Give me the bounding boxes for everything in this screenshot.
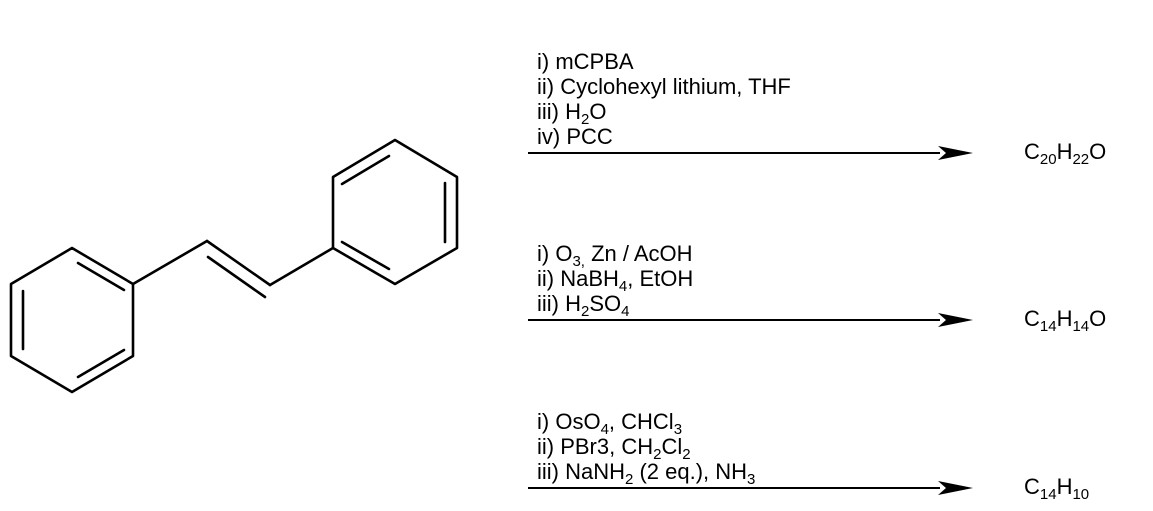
text-run: ii) NaBH: [537, 266, 619, 291]
text-run: O: [1089, 139, 1107, 164]
reaction-arrow: [528, 313, 973, 327]
text-run: O: [1089, 306, 1107, 331]
text-run: iv) PCC: [537, 124, 613, 149]
subscript: 3: [673, 421, 683, 438]
stilbene-structure: [9, 138, 459, 394]
condition-step: iii) H2O: [537, 99, 791, 127]
condition-step: iii) H2SO4: [537, 291, 693, 319]
right-ring-double-bond: [340, 240, 391, 271]
text-run: SO: [589, 291, 622, 316]
text-run: i) O: [537, 241, 573, 266]
left-ring-double-bond: [76, 261, 126, 292]
right-ring-double-bond: [340, 154, 391, 186]
condition-step: ii) NaBH4, EtOH: [537, 266, 694, 294]
text-run: O: [589, 99, 607, 124]
text-run: i) OsO: [537, 409, 601, 434]
subscript: 20: [1039, 151, 1057, 168]
text-run: H: [1056, 474, 1073, 499]
subscript: 14: [1072, 318, 1090, 335]
text-run: C: [1024, 306, 1040, 331]
subscript: 14: [1039, 318, 1057, 335]
subscript: 2: [581, 111, 590, 128]
reaction-arrow: [528, 146, 973, 160]
text-run: Cl: [661, 434, 683, 459]
subscript: 4: [600, 421, 609, 438]
text-run: , EtOH: [627, 266, 694, 291]
condition-step: ii) Cyclohexyl lithium, THF: [537, 74, 791, 99]
text-run: , CHCl: [608, 409, 674, 434]
reaction-arrow: [528, 481, 973, 495]
text-run: C: [1024, 139, 1040, 164]
product-formula: C20H22O: [1024, 139, 1107, 168]
alkene-to-ring-bond: [268, 246, 335, 287]
text-run: C: [1024, 474, 1040, 499]
left-benzene-ring: [9, 246, 135, 394]
subscript: 14: [1039, 486, 1057, 503]
alkene-double-bond: [205, 239, 272, 287]
condition-step: i) O3, Zn / AcOH: [537, 241, 693, 269]
condition-step: iii) NaNH2 (2 eq.), NH3: [537, 459, 755, 487]
text-run: ii) PBr3, CH: [537, 434, 654, 459]
product-formula: C14H10: [1024, 474, 1090, 503]
subscript: 22: [1072, 151, 1090, 168]
subscript: 2: [682, 446, 691, 463]
right-benzene-ring: [331, 138, 459, 286]
ring-to-alkene-bond: [131, 239, 209, 286]
subscript: 3,: [572, 253, 585, 270]
text-run: H: [1056, 306, 1073, 331]
text-run: H: [1056, 139, 1073, 164]
condition-step: ii) PBr3, CH2Cl2: [537, 434, 755, 462]
product-formula: C14H14O: [1024, 306, 1107, 335]
subscript: 2: [653, 446, 662, 463]
text-run: iii) NaNH: [537, 459, 625, 484]
text-run: Zn / AcOH: [584, 241, 693, 266]
condition-step: i) OsO4, CHCl3: [537, 409, 755, 437]
subscript: 2: [581, 303, 590, 320]
condition-step: i) mCPBA: [537, 49, 791, 74]
subscript: 3: [747, 471, 756, 488]
subscript: 10: [1072, 486, 1090, 503]
text-run: (2 eq.), NH: [633, 459, 748, 484]
text-run: iii) H: [537, 291, 581, 316]
subscript: 4: [618, 278, 628, 295]
condition-step: iv) PCC: [537, 124, 791, 149]
subscript: 4: [621, 303, 630, 320]
subscript: 2: [625, 471, 634, 488]
alkene-double-bond-inner: [206, 255, 267, 299]
text-run: ii) Cyclohexyl lithium, THF: [537, 74, 791, 99]
text-run: iii) H: [537, 99, 581, 124]
text-run: i) mCPBA: [537, 49, 634, 74]
left-ring-double-bond: [76, 348, 126, 379]
